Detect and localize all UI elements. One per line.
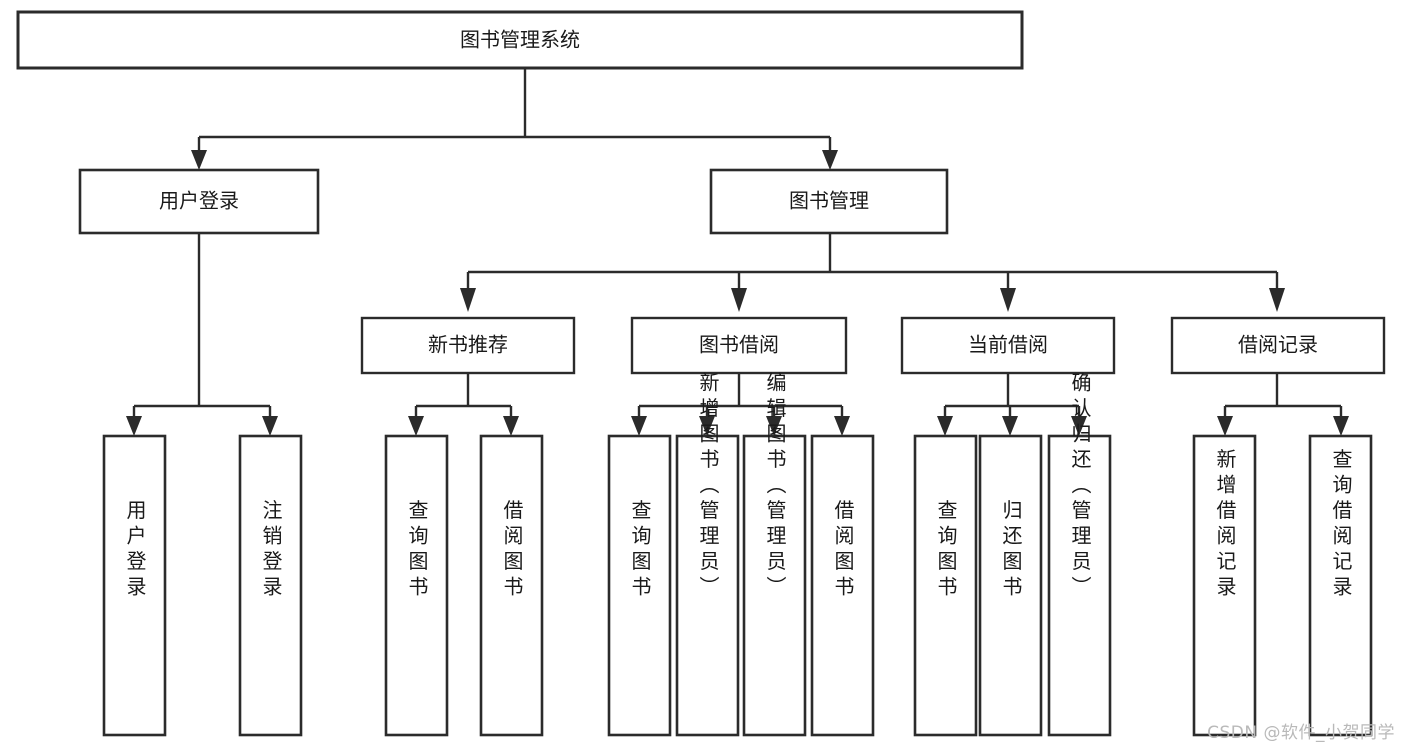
leaf-borrow-3-label: 借阅图书 (831, 499, 855, 601)
node-current-borrow-label: 当前借阅 (968, 333, 1048, 357)
leaf-current-2-label: 确认归还（管理员） (1068, 372, 1092, 602)
leaf-current-2[interactable]: 确认归还（管理员） (1047, 372, 1112, 737)
arrow-head-level3-2 (1000, 288, 1016, 312)
arrow-head-leaf-user-0 (126, 416, 142, 436)
arrow-head-leaf-borrow-0 (631, 416, 647, 436)
arrow-head-leaf-newbooks-1 (503, 416, 519, 436)
arrow-head-level3-0 (460, 288, 476, 312)
leaf-new-books-1[interactable]: 借阅图书 (479, 434, 544, 737)
leaf-user-login-1-label: 注销登录 (259, 499, 283, 601)
node-book-borrow-label: 图书借阅 (699, 333, 779, 357)
node-root-box[interactable] (16, 10, 1024, 70)
leaf-borrow-0[interactable]: 查询图书 (607, 434, 672, 737)
node-borrow-records-label: 借阅记录 (1238, 333, 1318, 357)
arrow-head-leaf-user-1 (262, 416, 278, 436)
leaf-records-1-box[interactable] (1308, 434, 1373, 737)
leaf-borrow-1[interactable]: 新增图书（管理员） (675, 372, 740, 737)
leaf-new-books-1-label: 借阅图书 (500, 499, 524, 601)
node-new-book-recommend[interactable]: 新书推荐 (360, 316, 576, 375)
leaf-records-0-box[interactable] (1192, 434, 1257, 737)
leaf-new-books-0-box[interactable] (384, 434, 449, 737)
arrow-head-book-mgmt (822, 150, 838, 170)
leaf-borrow-2-box[interactable] (742, 434, 807, 737)
leaf-borrow-1-box[interactable] (675, 434, 740, 737)
node-current-borrow-box[interactable] (900, 316, 1116, 375)
leaf-user-login-0-label: 用户登录 (123, 500, 147, 602)
node-user-login-box[interactable] (78, 168, 320, 235)
leaf-borrow-0-box[interactable] (607, 434, 672, 737)
node-user-login-label: 用户登录 (159, 189, 239, 213)
leaf-new-books-0-label: 查询图书 (405, 499, 429, 601)
node-book-management-label: 图书管理 (789, 189, 869, 213)
leaf-user-login-1-box[interactable] (238, 434, 303, 737)
arrow-head-leaf-borrow-3 (834, 416, 850, 436)
node-user-login[interactable]: 用户登录 (78, 168, 320, 235)
leaf-current-1-label: 归还图书 (999, 499, 1023, 601)
arrow-head-leaf-records-1 (1333, 416, 1349, 436)
node-borrow-records-box[interactable] (1170, 316, 1386, 375)
node-book-borrow[interactable]: 图书借阅 (630, 316, 848, 375)
leaf-records-1[interactable]: 查询借阅记录 (1308, 434, 1373, 737)
node-book-management-box[interactable] (709, 168, 949, 235)
leaf-current-1-box[interactable] (978, 434, 1043, 737)
leaf-user-login-0[interactable]: 用户登录 (102, 434, 167, 737)
leaf-current-0-label: 查询图书 (934, 499, 958, 601)
node-borrow-records[interactable]: 借阅记录 (1170, 316, 1386, 375)
leaf-records-1-label: 查询借阅记录 (1329, 448, 1353, 601)
leaf-user-login-1[interactable]: 注销登录 (238, 434, 303, 737)
csdn-watermark: CSDN @软件_小贺同学 (1207, 723, 1395, 743)
node-book-management[interactable]: 图书管理 (709, 168, 949, 235)
node-root-label: 图书管理系统 (460, 28, 580, 52)
leaf-borrow-0-label: 查询图书 (628, 499, 652, 601)
arrow-head-level3-1 (731, 288, 747, 312)
leaf-borrow-1-label: 新增图书（管理员） (696, 372, 720, 602)
leaf-borrow-2[interactable]: 编辑图书（管理员） (742, 372, 807, 737)
leaf-borrow-3[interactable]: 借阅图书 (810, 434, 875, 737)
leaf-user-login-0-box[interactable] (102, 434, 167, 737)
arrow-head-leaf-records-0 (1217, 416, 1233, 436)
node-book-borrow-box[interactable] (630, 316, 848, 375)
leaf-new-books-1-box[interactable] (479, 434, 544, 737)
leaf-current-0-box[interactable] (913, 434, 978, 737)
arrow-head-leaf-current-1 (1002, 416, 1018, 436)
leaf-records-0-label: 新增借阅记录 (1213, 448, 1237, 601)
node-root[interactable]: 图书管理系统 (16, 10, 1024, 70)
node-new-book-recommend-box[interactable] (360, 316, 576, 375)
leaf-new-books-0[interactable]: 查询图书 (384, 434, 449, 737)
leaf-current-2-box[interactable] (1047, 434, 1112, 737)
arrow-head-user-login (191, 150, 207, 170)
arrow-head-leaf-borrow-2 (766, 416, 782, 436)
leaf-borrow-3-box[interactable] (810, 434, 875, 737)
leaf-borrow-2-label: 编辑图书（管理员） (763, 372, 787, 602)
arrow-head-leaf-current-2 (1071, 416, 1087, 436)
arrow-head-leaf-current-0 (937, 416, 953, 436)
arrow-head-leaf-newbooks-0 (408, 416, 424, 436)
leaf-current-0[interactable]: 查询图书 (913, 434, 978, 737)
node-new-book-recommend-label: 新书推荐 (428, 333, 508, 357)
arrow-head-level3-3 (1269, 288, 1285, 312)
connector-layer (126, 68, 1349, 436)
leaf-records-0[interactable]: 新增借阅记录 (1192, 434, 1257, 737)
arrow-head-leaf-borrow-1 (699, 416, 715, 436)
leaf-current-1[interactable]: 归还图书 (978, 434, 1043, 737)
node-current-borrow[interactable]: 当前借阅 (900, 316, 1116, 375)
